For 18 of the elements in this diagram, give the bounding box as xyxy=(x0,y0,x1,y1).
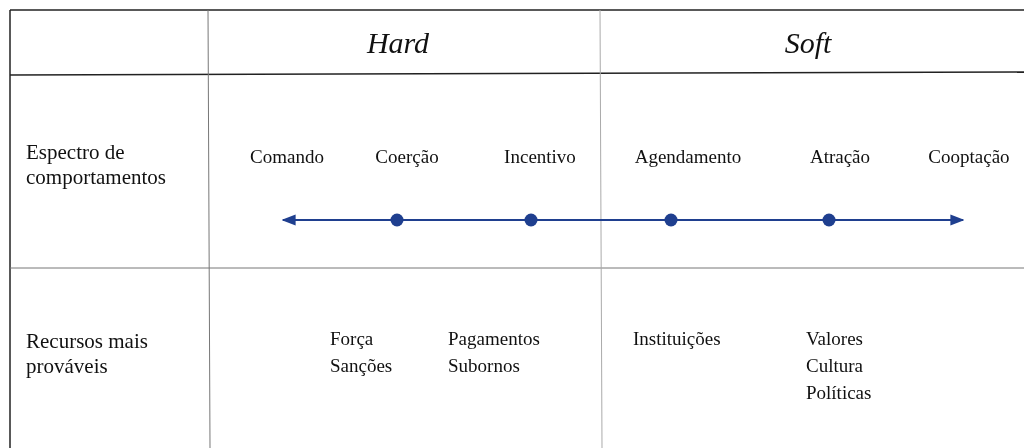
resource-label: Força xyxy=(330,328,374,351)
column-header: Soft xyxy=(784,25,832,61)
resource-label: Valores xyxy=(806,328,863,351)
row-header: Recursos mais prováveis xyxy=(26,329,149,380)
behavior-label: Atração xyxy=(809,146,871,169)
resource-label: Cultura xyxy=(806,355,863,378)
resource-label: Subornos xyxy=(448,355,520,378)
resource-label: Sanções xyxy=(330,355,393,378)
resource-label: Instituições xyxy=(633,328,721,351)
behavior-label: Agendamento xyxy=(634,146,742,169)
behavior-label: Incentivo xyxy=(504,146,576,169)
resource-label: Políticas xyxy=(806,382,872,405)
row-header: Espectro de comportamentos xyxy=(26,140,167,191)
behavior-label: Cooptação xyxy=(928,146,1010,169)
behavior-label: Coerção xyxy=(375,146,439,169)
resource-label: Pagamentos xyxy=(448,328,540,351)
column-header: Hard xyxy=(366,25,430,61)
behavior-label: Comando xyxy=(250,146,324,169)
